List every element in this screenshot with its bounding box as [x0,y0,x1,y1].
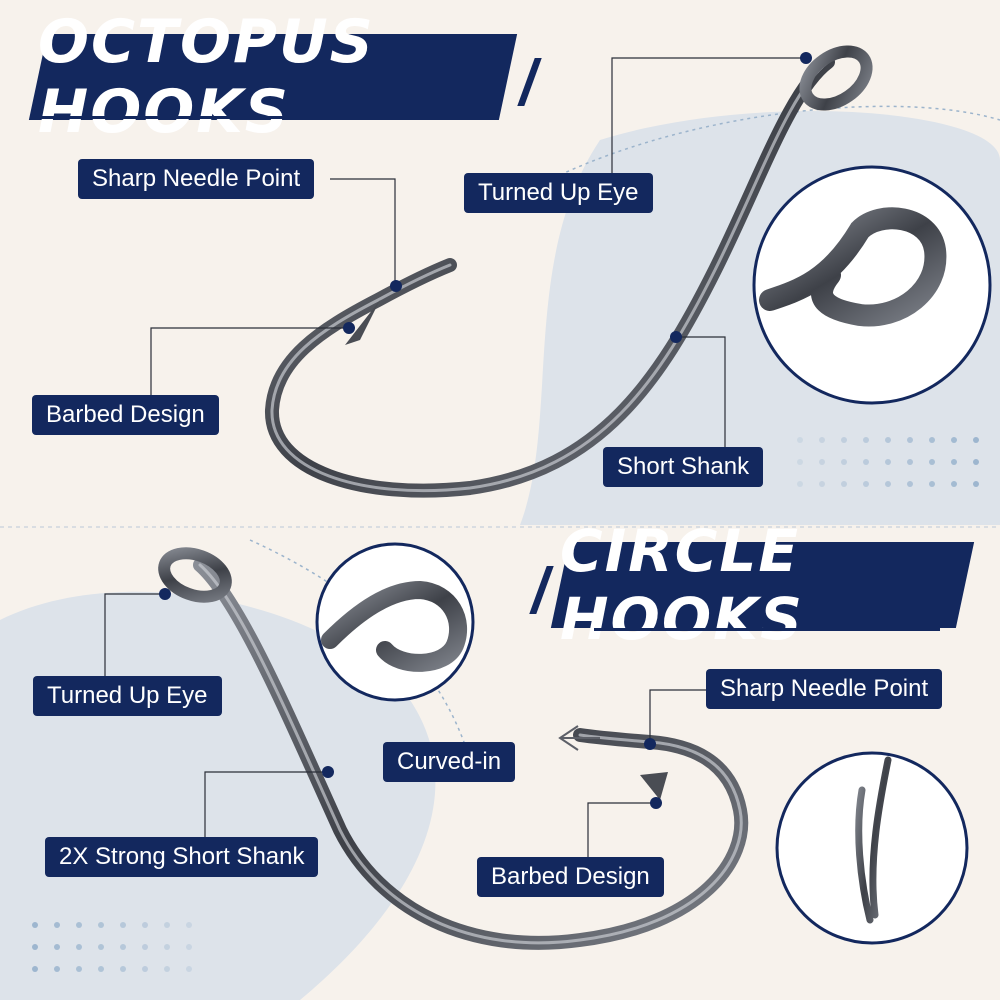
decorative-dot [120,966,126,972]
decorative-dot [797,437,803,443]
decorative-dot [841,481,847,487]
decorative-dot [120,922,126,928]
decorative-dot [885,437,891,443]
decorative-dot [98,922,104,928]
callout-dots [159,52,812,809]
decorative-dot [32,922,38,928]
decorative-dot [819,437,825,443]
decorative-dot [973,481,979,487]
decorative-dot [885,459,891,465]
zoom-detail-eye-top [752,165,992,405]
decorative-dot [98,966,104,972]
decorative-dot [54,966,60,972]
decorative-dot [885,481,891,487]
decorative-dot [863,481,869,487]
octopus-hooks-title: OCTOPUS HOOKS [28,7,518,147]
decorative-dot [841,437,847,443]
decorative-dot [164,966,170,972]
decorative-dot [863,437,869,443]
decorative-dot [819,481,825,487]
circle-hooks-title: CIRCLE HOOKS [550,517,975,653]
decorative-dot [797,459,803,465]
decorative-dot [98,944,104,950]
decorative-dot [907,437,913,443]
decorative-dot [929,437,935,443]
label-barbed-design: Barbed Design [32,395,219,435]
label-short-shank: Short Shank [603,447,764,487]
decorative-dot [76,922,82,928]
decorative-dot [929,481,935,487]
circle-hook-image [158,547,749,950]
label-sharp-needle-point: Sharp Needle Point [78,159,315,199]
label-curved-in: Curved-in [383,742,516,782]
decorative-dot [951,437,957,443]
callout-lines [104,57,806,878]
octopus-hook-image [264,45,873,498]
decorative-dot [186,966,192,972]
decorative-dot [142,966,148,972]
decorative-dot [120,944,126,950]
decorative-dot [819,459,825,465]
decorative-dot [951,459,957,465]
decorative-dot [164,944,170,950]
decorative-dot [973,459,979,465]
decorative-dot [54,944,60,950]
decorative-dot [54,922,60,928]
label-barbed-design-circle: Barbed Design [477,857,664,897]
label-turned-up-eye-circle: Turned Up Eye [33,676,222,716]
decorative-dot [841,459,847,465]
title-underline [36,116,470,119]
title-underline [594,628,940,631]
decorative-dot [186,944,192,950]
decorative-dot [186,922,192,928]
label-2x-strong-short-shank: 2X Strong Short Shank [45,837,319,877]
label-sharp-needle-point-circle: Sharp Needle Point [706,669,943,709]
decorative-dot [863,459,869,465]
decorative-dot [951,481,957,487]
decorative-dot [142,922,148,928]
decorative-dot [76,944,82,950]
label-turned-up-eye: Turned Up Eye [464,173,653,213]
decorative-dot [929,459,935,465]
decorative-dot [32,966,38,972]
decorative-dot [907,459,913,465]
decorative-dot [32,944,38,950]
decorative-dot [907,481,913,487]
decorative-dot [76,966,82,972]
decorative-dot [797,481,803,487]
zoom-detail-point-bottom [775,751,969,945]
decorative-dot [142,944,148,950]
decorative-dot [973,437,979,443]
zoom-detail-eye-bottom [315,542,475,702]
decorative-dot [164,922,170,928]
